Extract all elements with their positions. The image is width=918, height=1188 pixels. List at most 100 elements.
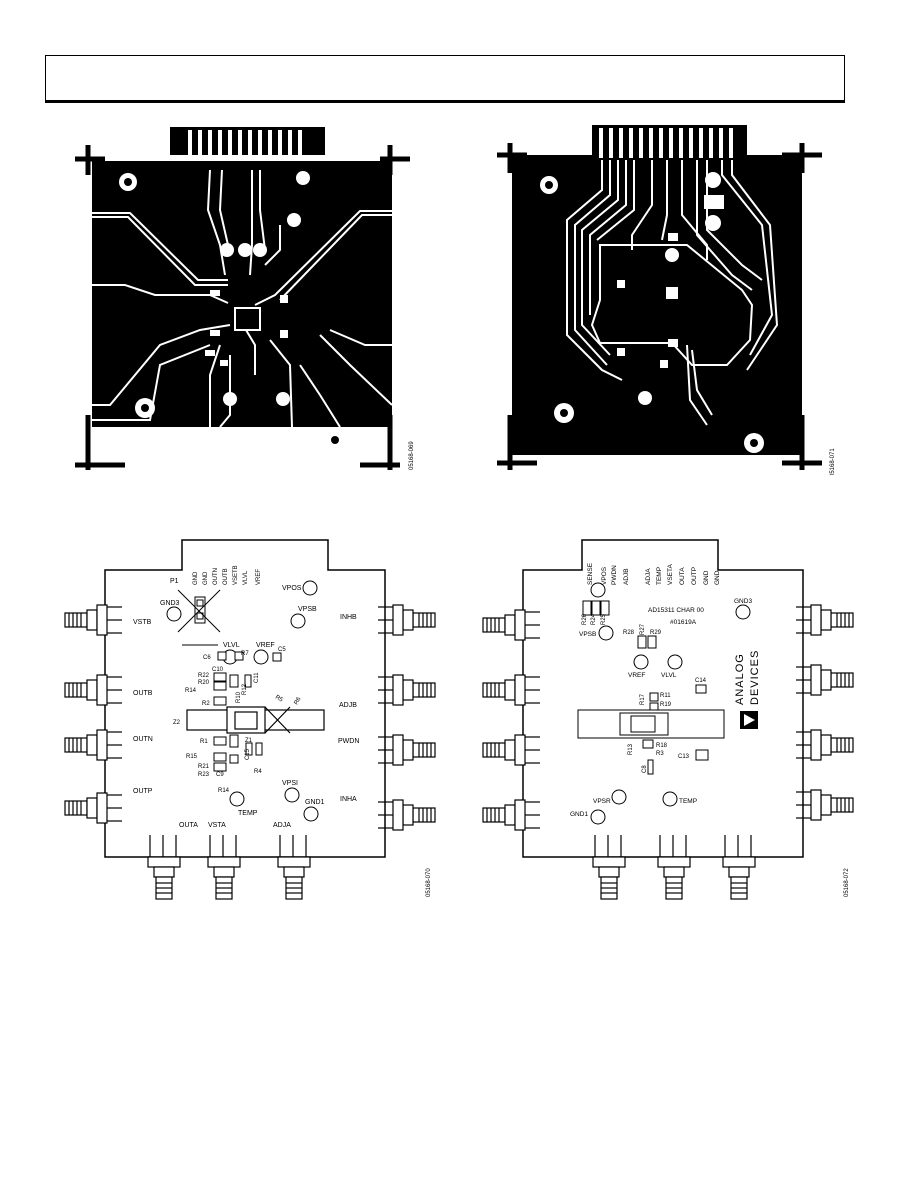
- pin-vpos: VPOS: [601, 566, 608, 585]
- conn-adjb-label: ADJB: [339, 702, 357, 709]
- refdes-c9: C9: [216, 772, 224, 778]
- tp-vpsb-label: VPSB: [298, 606, 317, 613]
- tp-gnd3-label: GND3: [160, 600, 180, 607]
- fig-code-bottom-right: 05168-072: [844, 868, 850, 897]
- pin-adjb: ADJB: [623, 568, 630, 585]
- refdes-r28: R28: [623, 630, 635, 636]
- conn-vstb-label: VSTB: [133, 619, 152, 626]
- tp-gnd1-label-b: GND1: [570, 811, 588, 818]
- refdes-c15: C15: [245, 748, 251, 760]
- p1-pin-3: OUTN: [213, 568, 219, 585]
- refdes-r18: R18: [656, 743, 668, 749]
- tp-gnd1-label: GND1: [305, 799, 325, 806]
- refdes-z2: Z2: [173, 720, 181, 726]
- refdes-r14: R14: [185, 688, 197, 694]
- refdes-r1: R1: [200, 739, 208, 745]
- refdes-r6: R6: [294, 696, 303, 706]
- refdes-c11: C11: [254, 672, 260, 683]
- fig-code-top-right: 05168-071: [830, 448, 836, 475]
- refdes-r24: R24: [591, 613, 597, 625]
- brand-devices: DEVICES: [749, 650, 761, 705]
- refdes-r3: R3: [656, 751, 664, 757]
- refdes-r17: R17: [640, 693, 646, 705]
- pin-vseta: VSETA: [667, 564, 674, 585]
- adi-logo: [740, 711, 758, 729]
- pin-outa: OUTA: [679, 567, 686, 585]
- conn-outb-label: OUTB: [133, 690, 153, 697]
- silkscreen-top-figure: P1 GND GND OUTN OUTB VSETB VLVL VREF VPO…: [64, 539, 436, 900]
- p1-pin-1: GND: [193, 571, 199, 585]
- conn-inha-label: INHA: [340, 796, 357, 803]
- refdes-c5: C5: [278, 647, 286, 653]
- bottom-sma-connectors: [147, 835, 311, 900]
- right-sma-connectors: [378, 604, 436, 831]
- pcb-bottom-copper-figure: 05168-071: [497, 125, 836, 475]
- tp-vpsr-label-b: VPSR: [593, 798, 611, 805]
- refdes-r25: R25: [601, 613, 607, 625]
- p1-pin-4: OUTB: [223, 568, 229, 585]
- conn-pwdn-label: PWDN: [338, 738, 359, 745]
- refdes-r29: R29: [650, 630, 662, 636]
- p1-label: P1: [170, 578, 179, 585]
- board-number: #01619A: [670, 619, 697, 626]
- refdes-r5: R5: [274, 695, 284, 704]
- conn-outp-label: OUTP: [133, 788, 153, 795]
- refdes-r12: R12: [242, 683, 248, 695]
- board-name: AD15311 CHAR 00: [648, 607, 704, 614]
- tp-vpsb-label-b: VPSB: [579, 631, 596, 638]
- refdes-r11: R11: [660, 693, 671, 699]
- conn-outn-label: OUTN: [133, 736, 153, 743]
- pin-outp: OUTP: [691, 567, 698, 585]
- refdes-r27: R27: [640, 623, 646, 635]
- tp-vpsi-label: VPSI: [282, 780, 298, 787]
- pcb-top-copper-figure: 05168-069: [75, 127, 415, 470]
- refdes-r23: R23: [198, 772, 210, 778]
- refdes-r10: R10: [236, 691, 242, 703]
- conn-vsta-label: VSTA: [208, 822, 226, 829]
- refdes-r2: R2: [202, 701, 210, 707]
- refdes-r19: R19: [660, 702, 672, 708]
- refdes-z1: Z1: [245, 738, 253, 744]
- p1-pin-7: VREF: [256, 569, 262, 585]
- tp-temp-label-b: TEMP: [679, 798, 697, 805]
- tp-vref-label-b: VREF: [628, 672, 645, 679]
- refdes-r20: R20: [198, 680, 210, 686]
- conn-inhb-label: INHB: [340, 614, 357, 621]
- refdes-r21: R21: [198, 764, 210, 770]
- refdes-r22: R22: [198, 673, 210, 679]
- refdes-r26: R26: [582, 613, 588, 625]
- refdes-r7: R7: [241, 651, 249, 657]
- p1-pin-6: VLVL: [243, 570, 249, 585]
- refdes-r13: R13: [628, 743, 634, 755]
- fig-code-top-left: 05168-069: [409, 441, 415, 470]
- refdes-c13: C13: [678, 754, 690, 760]
- conn-adja-label: ADJA: [273, 822, 291, 829]
- left-sma-connectors: [64, 604, 122, 824]
- tp-temp-label: TEMP: [238, 810, 258, 817]
- p1-pin-5: VSETB: [233, 565, 239, 585]
- page-header-box: [45, 55, 845, 103]
- refdes-r14b: R14: [218, 788, 230, 794]
- p1-pin-2: GND: [203, 571, 209, 585]
- tp-gnd3-label-b: GND3: [734, 598, 752, 605]
- refdes-c8: C8: [642, 765, 648, 773]
- pin-temp: TEMP: [656, 567, 663, 585]
- brand-analog: ANALOG: [734, 653, 746, 705]
- conn-outa-label: OUTA: [179, 822, 198, 829]
- fig-code-bottom-left: 05168-070: [426, 868, 432, 897]
- refdes-r4: R4: [254, 769, 262, 775]
- pin-adja: ADJA: [645, 568, 652, 585]
- tp-vpos-label: VPOS: [282, 585, 302, 592]
- silkscreen-bottom-figure: SENSE VPOS PWDN ADJB ADJA TEMP VSETA OUT…: [482, 539, 854, 900]
- pin-gnd-1: GND: [703, 570, 710, 585]
- pin-gnd-2: GND: [714, 570, 721, 585]
- refdes-c14: C14: [695, 678, 707, 684]
- pin-sense: SENSE: [587, 562, 594, 585]
- tp-vref-label: VREF: [256, 642, 275, 649]
- refdes-c6: C6: [203, 655, 211, 661]
- tp-vlvl-label: VLVL: [223, 642, 240, 649]
- refdes-r15: R15: [186, 754, 198, 760]
- tp-vlvl-label-b: VLVL: [661, 672, 677, 679]
- pin-pwdn: PWDN: [611, 565, 618, 585]
- refdes-c10: C10: [212, 667, 224, 673]
